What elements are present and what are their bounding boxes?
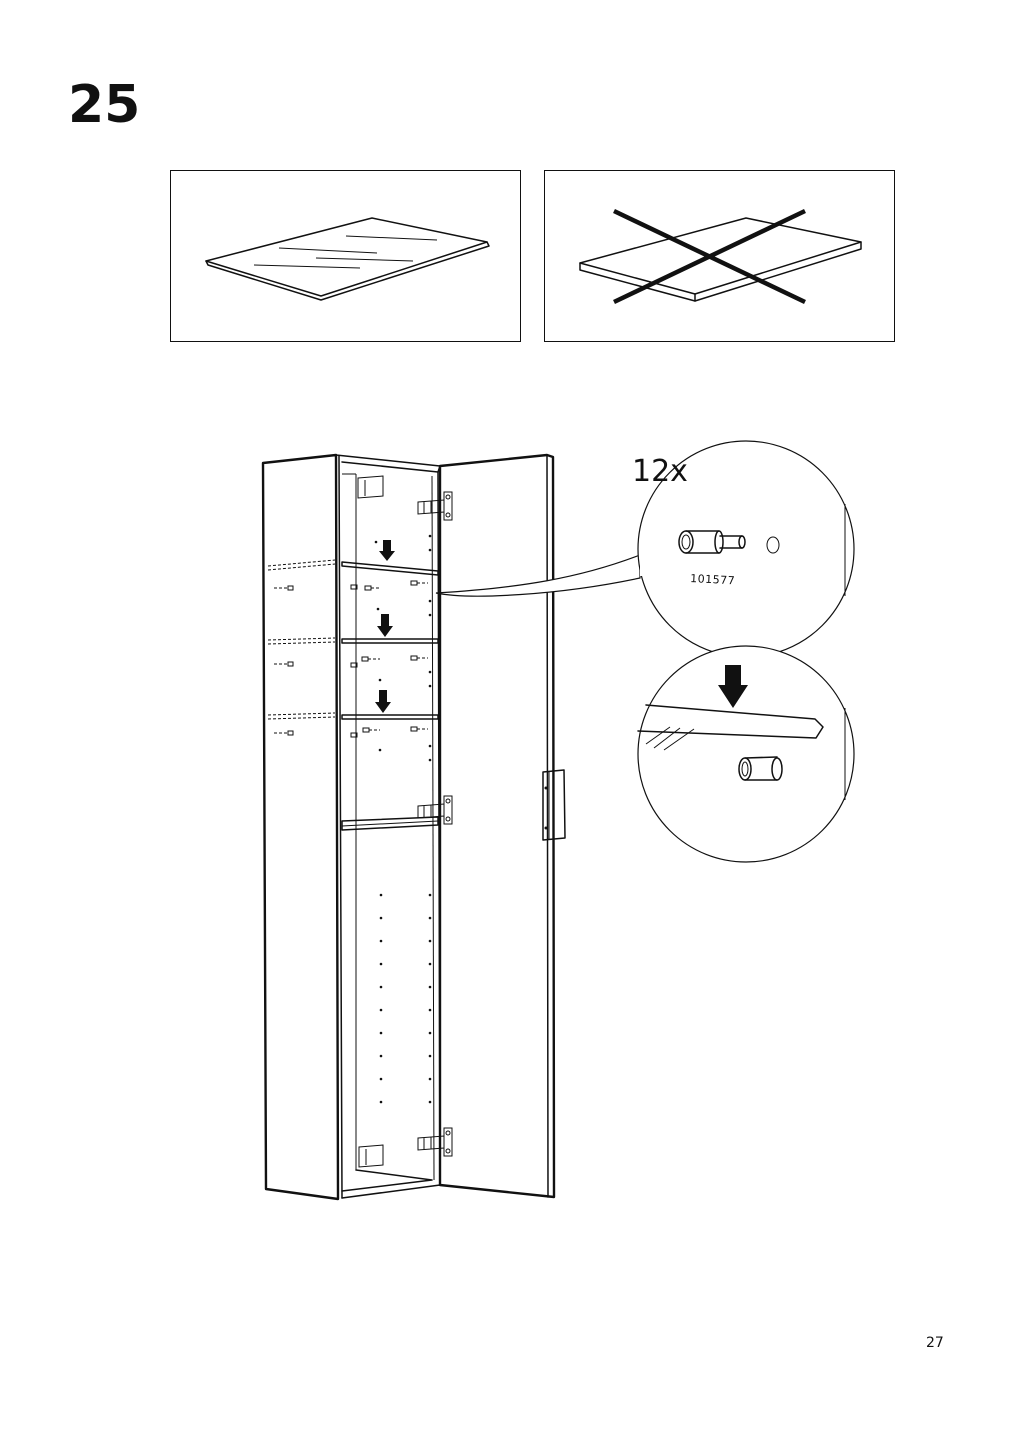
top-bracket <box>357 475 384 499</box>
shelf-position-guides <box>267 559 336 736</box>
shelf-pin-detail <box>435 440 855 658</box>
cabinet-illustration <box>261 453 566 1201</box>
glass-shelf-2 <box>341 638 439 644</box>
cabinet-side-panel <box>261 453 343 1201</box>
correct-shelf-panel <box>170 170 521 342</box>
shelf-pins <box>350 580 428 738</box>
page-number: 27 <box>926 1335 944 1351</box>
shelf-pin-icon <box>678 530 780 554</box>
hinge-icon <box>417 491 453 521</box>
hinge-icon <box>417 1127 453 1157</box>
cross-out-icon <box>613 208 806 305</box>
system-holes <box>374 534 432 1104</box>
door-handle <box>542 769 566 841</box>
glass-shelf-3 <box>341 714 439 720</box>
glass-on-pin-detail <box>637 645 855 863</box>
part-number-label: 101577 <box>690 572 736 587</box>
down-arrow-icon <box>375 540 395 713</box>
step-number: 25 <box>68 75 140 135</box>
glass-shelf-1 <box>341 561 439 576</box>
glass-shelf-edge-icon <box>637 704 824 751</box>
incorrect-shelf-panel <box>544 170 895 342</box>
glass-shelf-correct-icon <box>205 217 490 301</box>
shelf-pin-icon <box>738 756 783 781</box>
hinge-icon <box>417 795 453 825</box>
fixed-middle-shelf <box>341 816 439 831</box>
bottom-bracket <box>358 1144 384 1168</box>
cabinet-door <box>438 453 556 1199</box>
quantity-label: 12x <box>632 454 688 489</box>
down-arrow-icon <box>718 665 748 708</box>
